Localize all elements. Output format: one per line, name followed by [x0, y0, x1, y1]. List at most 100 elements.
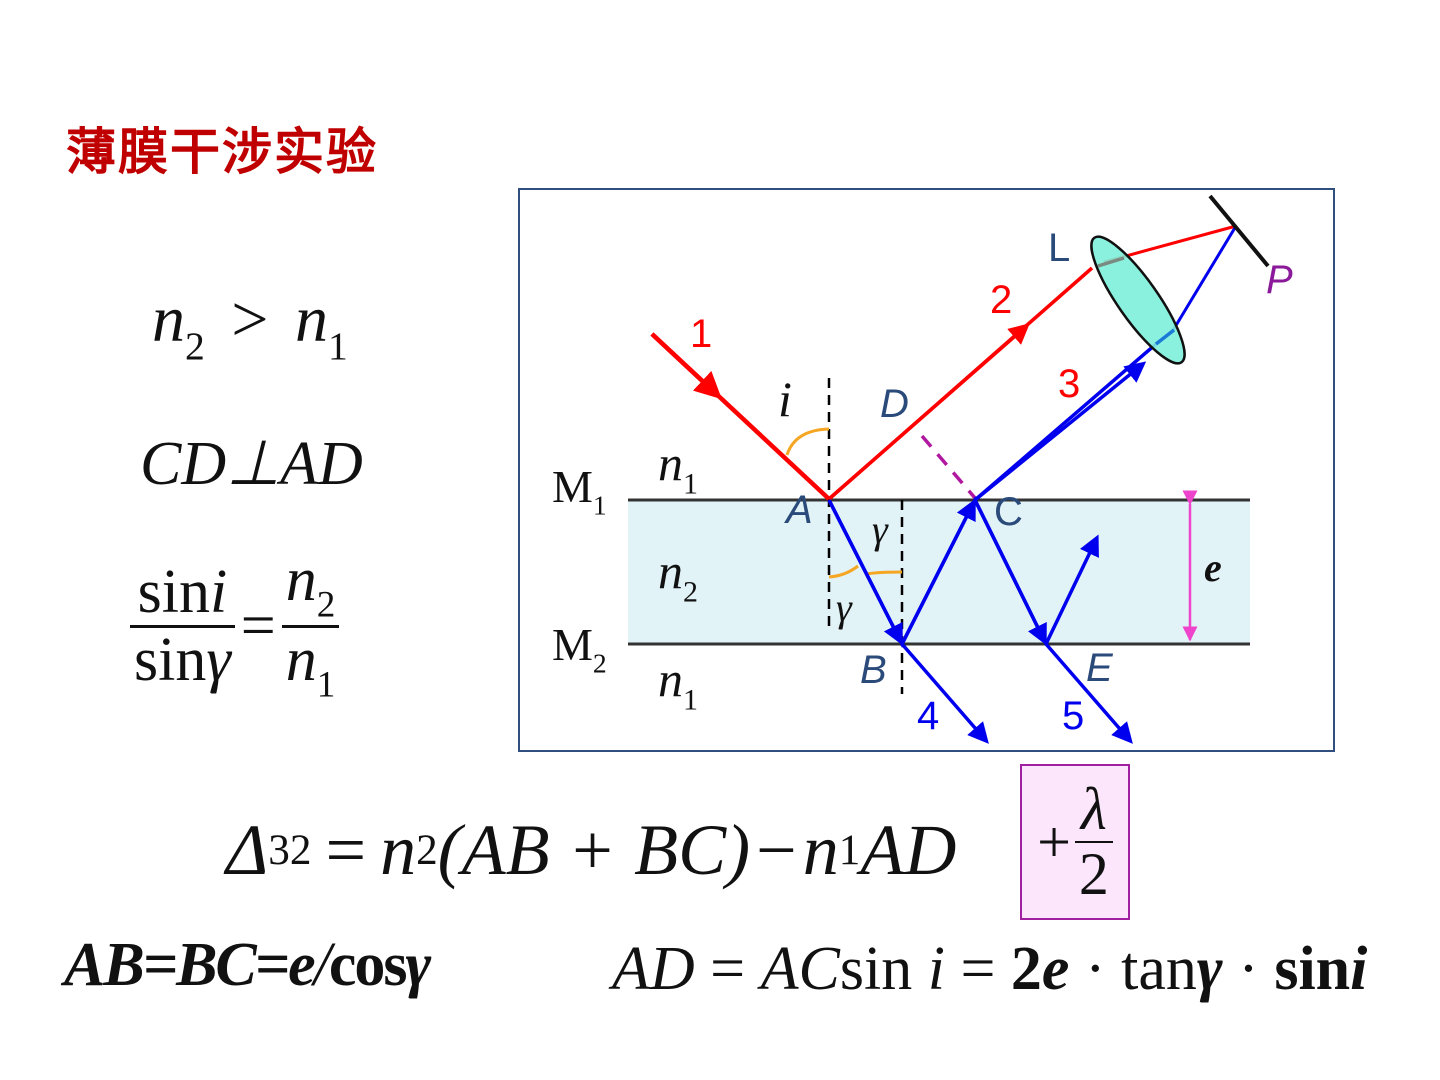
e-term: e	[1041, 935, 1070, 1003]
snell-rhs-fraction: n2 n1	[281, 546, 340, 705]
ray-label-3: 3	[1058, 362, 1081, 406]
n-symbol: n	[658, 435, 683, 491]
angle-i-label: i	[778, 371, 792, 427]
e-term: e	[288, 931, 315, 999]
medium-bottom-label: n1	[658, 650, 698, 718]
dot-operator: ·	[1084, 935, 1106, 1003]
n-symbol: n	[658, 543, 683, 599]
ray-in-lens	[1097, 256, 1125, 268]
transmitted-ray-5	[1044, 642, 1133, 744]
point-b-label: B	[860, 648, 887, 692]
n2-subscript: 2	[185, 323, 205, 368]
n-symbol: n	[658, 651, 683, 707]
sin-label: sin	[134, 625, 207, 694]
n-subscript: 1	[683, 683, 698, 717]
m-subscript: 2	[592, 647, 607, 679]
arrow-icon	[827, 323, 1030, 501]
minus-sign: −	[756, 809, 797, 890]
m-subscript: 1	[592, 489, 607, 521]
ray-label-5: 5	[1062, 694, 1085, 738]
refractive-index-condition: n2 > n1	[152, 282, 348, 369]
angle-gamma-label-bottom: γ	[836, 585, 852, 630]
delta-subscript: 32	[268, 826, 312, 874]
screen-label: P	[1266, 258, 1293, 302]
equals-sign: =	[142, 931, 178, 999]
surface-m2-label: M2	[552, 618, 607, 679]
reflected-ray-e	[1044, 534, 1099, 645]
n2-subscript: 2	[416, 826, 438, 874]
medium-film-label: n2	[658, 542, 698, 610]
arrow-icon	[973, 361, 1147, 502]
n-subscript: 1	[683, 467, 698, 501]
n1-symbol: n	[295, 283, 329, 356]
lambda-over-2: λ 2	[1074, 776, 1113, 907]
n2-subscript: 2	[316, 584, 336, 626]
ab-plus-bc: (AB + BC)	[437, 809, 751, 890]
equals-sign: =	[710, 935, 746, 1003]
n2-symbol: n	[380, 809, 417, 890]
gamma-term: γ	[405, 931, 432, 999]
equals-sign: =	[240, 591, 276, 660]
angle-gamma-arc-1	[828, 564, 859, 579]
fraction-bar	[130, 624, 235, 628]
ab-term: AB	[64, 931, 145, 999]
fraction-bar	[281, 624, 340, 628]
equals-sign: =	[325, 809, 367, 890]
arrow-icon	[973, 499, 1047, 646]
point-d-label: D	[880, 382, 909, 426]
n-subscript: 2	[683, 575, 698, 609]
equals-sign: =	[254, 931, 290, 999]
arrow-icon	[900, 498, 976, 645]
slide-title: 薄膜干涉实验	[66, 122, 378, 181]
ray-diagram-svg	[628, 194, 1270, 744]
delta-symbol: Δ	[226, 809, 269, 890]
arrow-icon	[827, 499, 903, 646]
m-symbol: M	[552, 461, 593, 512]
gamma-term: γ	[1196, 935, 1223, 1003]
n1-symbol: n	[802, 809, 839, 890]
m-symbol: M	[552, 619, 593, 670]
surface-m1-label: M1	[552, 460, 607, 521]
angle-gamma: γ	[206, 625, 231, 694]
ray-label-4: 4	[917, 694, 940, 738]
tan-label: tan	[1121, 935, 1197, 1003]
ray-label-1: 1	[690, 312, 713, 356]
ray-in-lens	[1154, 328, 1176, 346]
arrow-icon	[650, 332, 722, 400]
angle-i: i	[209, 557, 228, 626]
lens-l	[1090, 235, 1186, 365]
point-a-label: A	[786, 488, 813, 532]
ray-3-focused	[1170, 225, 1238, 333]
dot-operator: ·	[1238, 935, 1259, 1003]
angle-gamma-label-top: γ	[872, 507, 888, 552]
slash: /	[313, 931, 331, 999]
n1-symbol: n	[285, 625, 317, 694]
n2-symbol: n	[285, 546, 317, 614]
i-term: i	[1350, 935, 1368, 1003]
equals-sign: =	[960, 935, 996, 1003]
snell-law: sini sinγ = n2 n1	[130, 546, 340, 705]
i-term: i	[927, 935, 945, 1003]
ad-term: AD	[860, 809, 957, 890]
sin-label: sin	[839, 935, 913, 1003]
transmitted-ray-4	[900, 642, 989, 744]
greater-than: >	[231, 283, 269, 356]
ab-bc-formula: AB=BC=e/cosγ	[64, 930, 432, 1001]
lens-label: L	[1048, 226, 1071, 270]
sin-label: sin	[137, 557, 210, 626]
thin-film-diagram: 1 2 3 4 5 L P A B C D E i γ γ M1 M2 n1 n…	[518, 188, 1335, 752]
perpendicular-cd	[920, 434, 977, 500]
ad-term: AD	[612, 935, 695, 1003]
bc-term: BC	[176, 931, 257, 999]
plus-sign: +	[1037, 808, 1071, 875]
thickness-label: e	[1204, 545, 1222, 590]
lambda-symbol: λ	[1080, 776, 1107, 842]
n1-subscript: 1	[838, 826, 861, 874]
fraction-bar	[1074, 841, 1113, 843]
n2-symbol: n	[152, 283, 185, 356]
denominator-2: 2	[1078, 841, 1109, 907]
snell-lhs-fraction: sini sinγ	[130, 557, 235, 694]
perpendicular-statement: CD⊥AD	[140, 430, 363, 498]
half-wave-loss-box: + λ 2	[1020, 764, 1130, 920]
